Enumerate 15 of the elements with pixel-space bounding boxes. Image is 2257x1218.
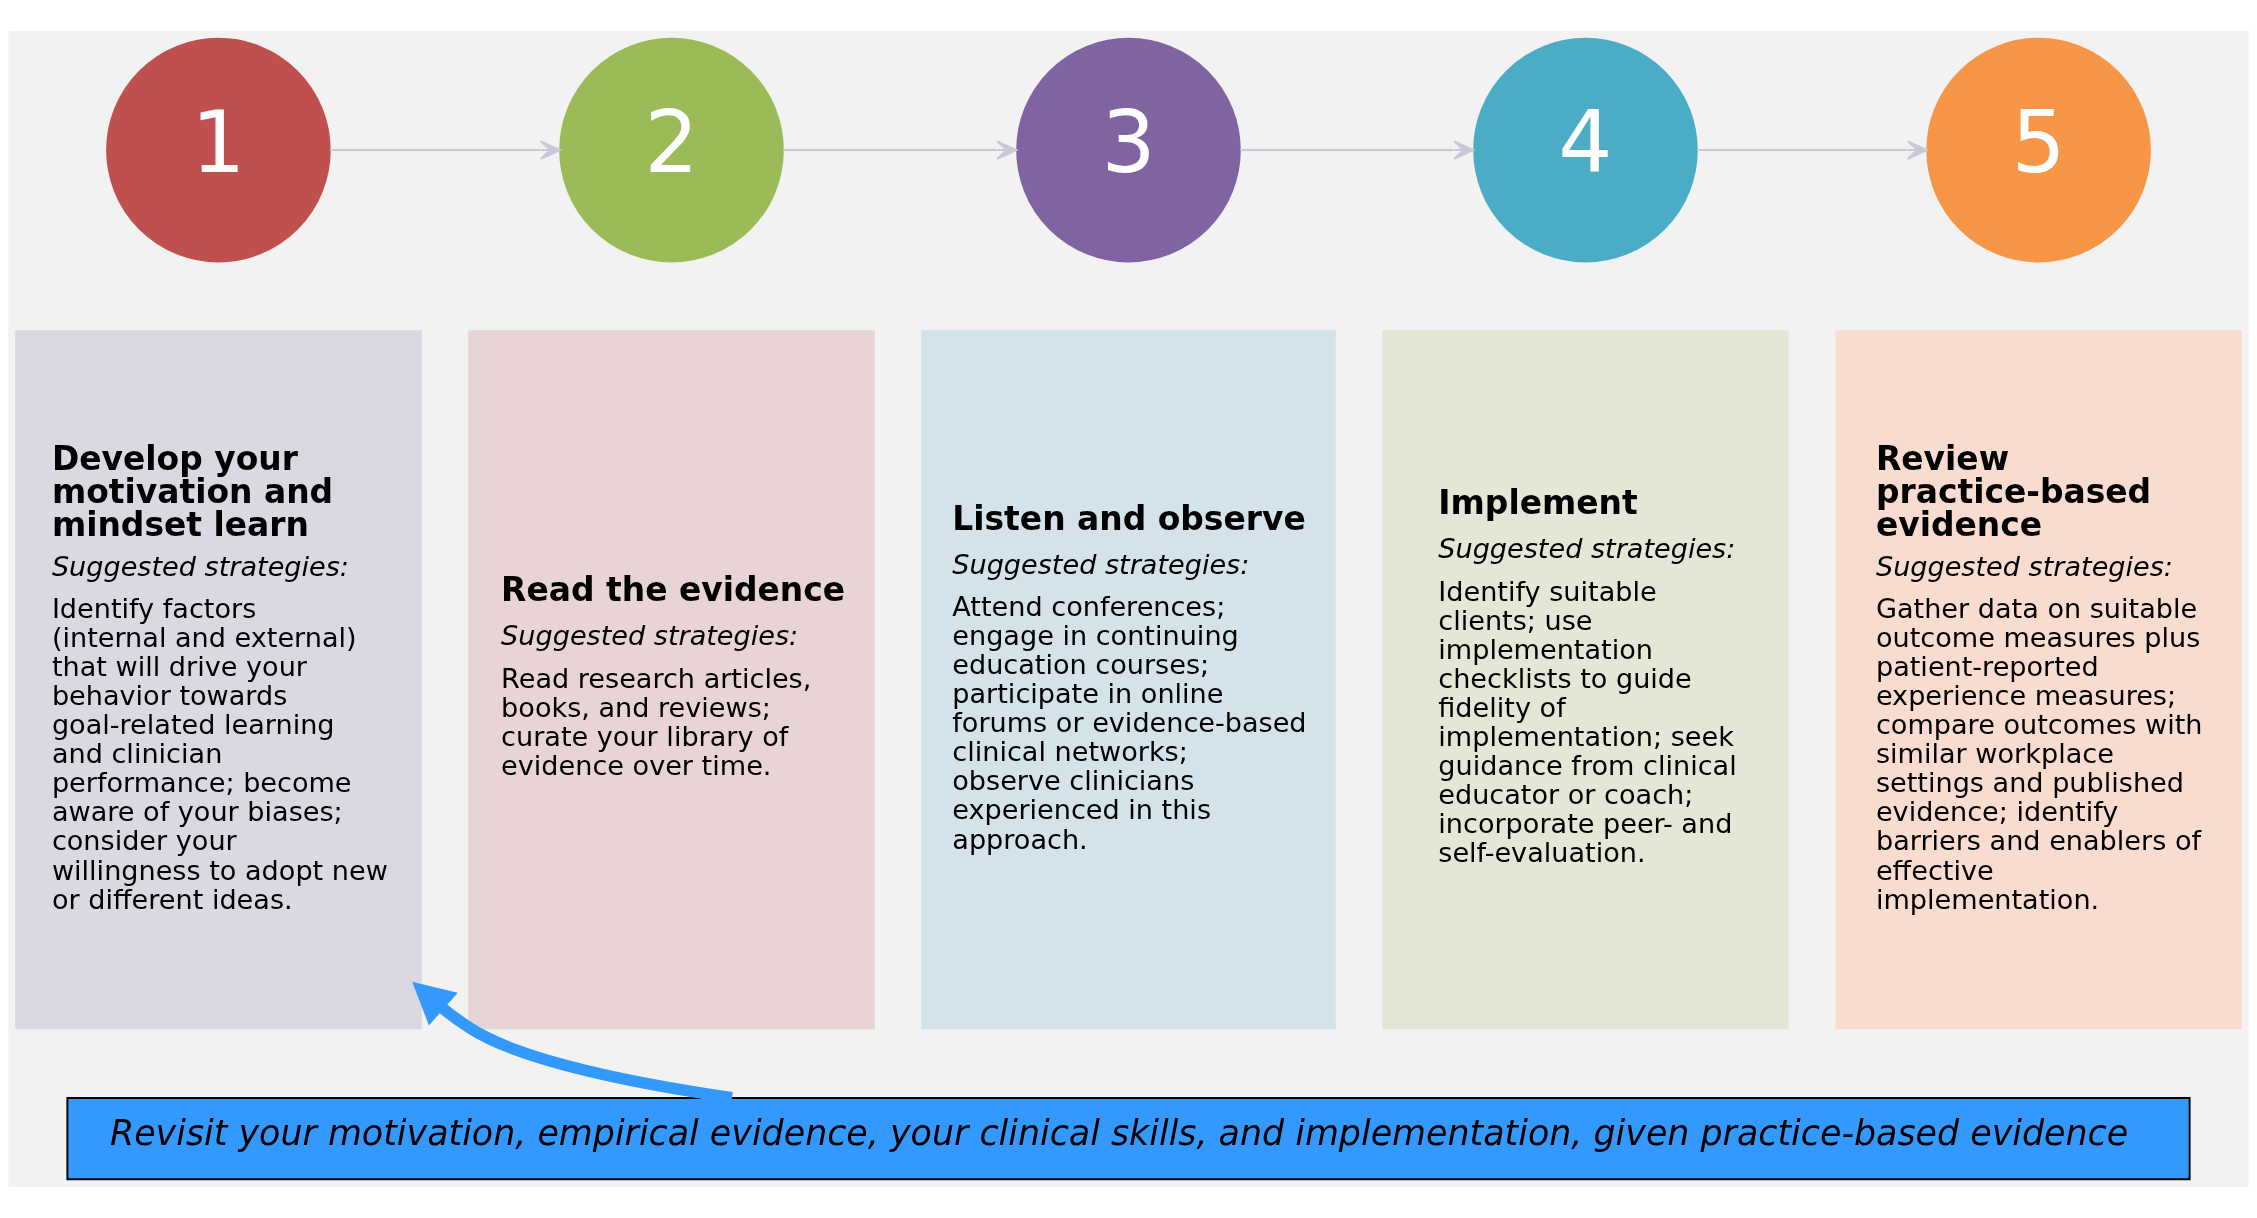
node-box: Implement Suggested strategies: Identify suitable clients; use implementation checklists to guide fidelity of implementation; seek guidance from clinical educator or coach; incorporate peer- and self-evaluation.: [1382, 330, 1789, 1030]
node-box: Listen and observe Suggested strategies: Attend conferences; engage in continuing education courses; participate in online forums or evidence-based clinical networks; observe clinicians experienced in this approach.: [921, 330, 1336, 1030]
arrow: [1696, 140, 1929, 160]
node-circle: 1: [106, 37, 331, 263]
node-box: Review practice-based evidence Suggested strategies: Gather data on suitable outcome measures plus patient-reported experience measures; compare outcomes with similar workplace settings and published evidence; identify barriers and enablers of effective implementation.: [1835, 330, 2242, 1030]
node-box: Read the evidence Suggested strategies: Read research articles, books, and reviews; curate your library of evidence over time.: [468, 330, 875, 1030]
node-box: Develop your motivation and mindset learn Suggested strategies: Identify factors (internal and external) that will drive your behavior towards goal-related learning and clinician performance; become aware of your biases; consider your willingness to adopt new or different ideas.: [15, 330, 422, 1030]
node-circle: 4: [1473, 37, 1698, 263]
arrow: [782, 140, 1018, 160]
node-circle: 3: [1016, 37, 1241, 263]
arrow: [328, 140, 562, 160]
node-box: Revisit your motivation, empirical evidence, your clinical skills, and implementation, given practice-based evidence: [66, 1096, 2191, 1181]
node-circle: 5: [1926, 37, 2151, 263]
node-circle: 2: [559, 37, 784, 263]
arrow: [1239, 140, 1475, 160]
